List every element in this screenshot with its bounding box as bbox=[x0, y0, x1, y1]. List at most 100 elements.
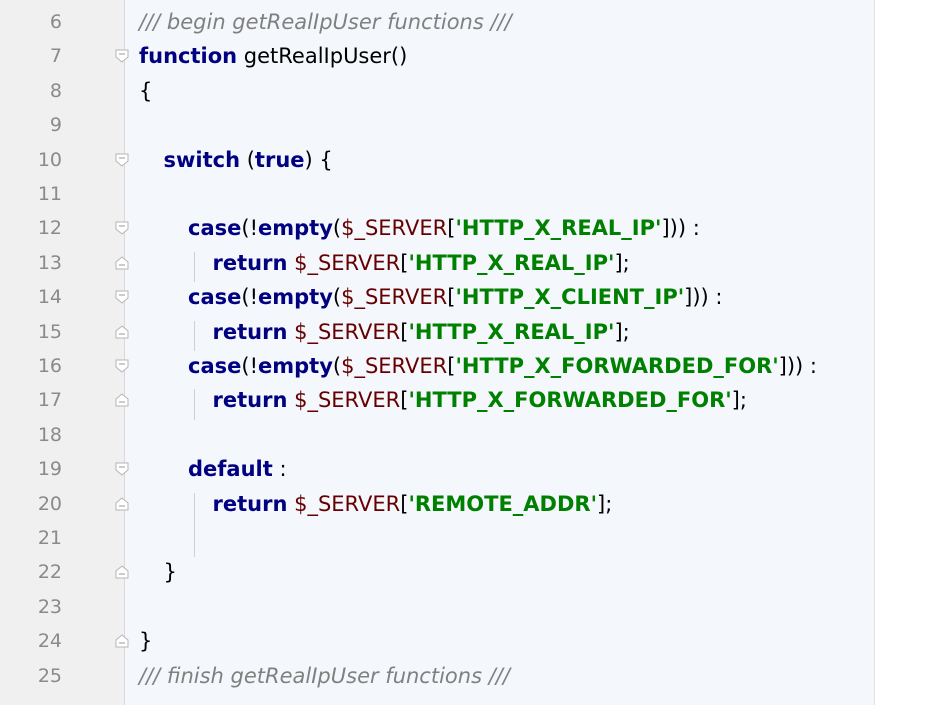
code-text[interactable]: return $_SERVER['HTTP_X_REAL_IP']; bbox=[213, 246, 630, 280]
code-line[interactable]: 16 case(!empty($_SERVER['HTTP_X_FORWARDED… bbox=[0, 349, 874, 383]
code-line[interactable]: 18 bbox=[0, 418, 874, 452]
code-text[interactable]: case(!empty($_SERVER['HTTP_X_REAL_IP']))… bbox=[188, 211, 700, 245]
code-token: ( bbox=[332, 285, 342, 310]
code-text[interactable]: case(!empty($_SERVER['HTTP_X_CLIENT_IP']… bbox=[188, 280, 722, 314]
code-line[interactable]: 13 return $_SERVER['HTTP_X_REAL_IP']; bbox=[0, 246, 874, 280]
line-number: 18 bbox=[37, 423, 62, 446]
code-token: ])) : bbox=[778, 354, 818, 378]
code-line[interactable]: 6 /// begin getRealIpUser functions /// bbox=[0, 5, 874, 39]
editor-right-margin bbox=[874, 0, 940, 705]
code-line[interactable]: 11 bbox=[0, 177, 874, 211]
code-token: /// begin getRealIpUser functions /// bbox=[139, 10, 512, 34]
code-text[interactable]: /// begin getRealIpUser functions /// bbox=[139, 5, 512, 39]
code-text[interactable]: } bbox=[139, 624, 152, 658]
code-token: 'HTTP_X_FORWARDED_FOR' bbox=[408, 388, 732, 413]
code-token: [ bbox=[400, 388, 409, 413]
code-line[interactable]: 25/// finish getRealIpUser functions /// bbox=[0, 659, 874, 693]
code-token: empty bbox=[258, 285, 333, 310]
code-token: [ bbox=[447, 216, 456, 241]
code-line[interactable]: 22} bbox=[0, 555, 874, 589]
code-token: ])) : bbox=[661, 216, 700, 241]
line-number: 19 bbox=[37, 458, 62, 481]
code-token: true bbox=[254, 147, 305, 172]
code-token: 'HTTP_X_CLIENT_IP' bbox=[455, 285, 685, 310]
line-number: 21 bbox=[37, 527, 62, 549]
code-line[interactable]: 10 switch (true) { bbox=[0, 143, 874, 177]
code-line[interactable]: 20 return $_SERVER['REMOTE_ADDR']; bbox=[0, 487, 874, 521]
code-token: ]; bbox=[614, 319, 630, 344]
code-token: empty bbox=[258, 216, 333, 241]
code-text[interactable]: } bbox=[164, 555, 177, 589]
code-line[interactable]: 8{ bbox=[0, 74, 874, 108]
code-text[interactable]: case(!empty($_SERVER['HTTP_X_FORWARDED_F… bbox=[188, 349, 817, 383]
code-line[interactable]: 9 bbox=[0, 108, 874, 142]
code-text[interactable]: switch (true) { bbox=[164, 143, 333, 177]
code-token: case bbox=[188, 285, 242, 310]
line-number: 8 bbox=[49, 79, 62, 102]
code-token: default bbox=[188, 457, 273, 482]
code-text[interactable]: return $_SERVER['HTTP_X_FORWARDED_FOR']; bbox=[213, 383, 747, 417]
code-token: case bbox=[188, 216, 242, 241]
code-token: (! bbox=[241, 354, 258, 378]
fold-close-icon[interactable] bbox=[114, 633, 130, 649]
code-token: ( bbox=[332, 216, 342, 241]
code-token: return bbox=[212, 388, 288, 413]
fold-open-icon[interactable] bbox=[114, 48, 130, 64]
line-number-gutter bbox=[0, 0, 125, 705]
code-token: return bbox=[212, 319, 288, 344]
fold-open-icon[interactable] bbox=[114, 220, 130, 236]
line-number: 17 bbox=[37, 389, 62, 412]
code-text[interactable]: default : bbox=[188, 452, 287, 486]
indent-guide bbox=[194, 492, 195, 558]
code-token: 'HTTP_X_REAL_IP' bbox=[408, 250, 615, 275]
fold-close-icon[interactable] bbox=[114, 564, 130, 580]
line-number: 9 bbox=[49, 114, 62, 137]
line-number: 10 bbox=[37, 148, 62, 171]
fold-close-icon[interactable] bbox=[114, 255, 130, 271]
line-number: 6 bbox=[49, 11, 62, 33]
fold-close-icon[interactable] bbox=[114, 392, 130, 408]
code-token: $_SERVER bbox=[294, 319, 401, 344]
code-text[interactable]: return $_SERVER['HTTP_X_REAL_IP']; bbox=[213, 315, 630, 349]
code-line[interactable]: 19 default : bbox=[0, 452, 874, 486]
code-token: 'REMOTE_ADDR' bbox=[408, 491, 598, 516]
code-token: $_SERVER bbox=[294, 388, 401, 413]
code-line[interactable]: 17 return $_SERVER['HTTP_X_FORWARDED_FOR'… bbox=[0, 383, 874, 417]
fold-close-icon[interactable] bbox=[114, 496, 130, 512]
code-token: [ bbox=[400, 491, 409, 516]
code-text[interactable]: { bbox=[139, 74, 152, 108]
line-number: 13 bbox=[37, 251, 62, 274]
code-text[interactable]: return $_SERVER['REMOTE_ADDR']; bbox=[213, 487, 613, 521]
code-token: return bbox=[212, 491, 288, 516]
code-token: [ bbox=[447, 285, 456, 310]
code-token: $_SERVER bbox=[294, 491, 401, 516]
code-token: return bbox=[212, 250, 288, 275]
fold-open-icon[interactable] bbox=[114, 289, 130, 305]
code-text[interactable]: /// finish getRealIpUser functions /// bbox=[139, 659, 510, 693]
line-number: 16 bbox=[37, 355, 62, 377]
code-token: : bbox=[272, 457, 287, 482]
code-line[interactable]: 23 bbox=[0, 590, 874, 624]
fold-close-icon[interactable] bbox=[114, 324, 130, 340]
line-number: 20 bbox=[37, 492, 62, 515]
code-token: ( bbox=[332, 354, 342, 378]
fold-open-icon[interactable] bbox=[114, 152, 130, 168]
fold-open-icon[interactable] bbox=[114, 461, 130, 477]
code-line[interactable]: 21 bbox=[0, 521, 874, 555]
code-token: ]; bbox=[614, 250, 630, 275]
code-token: getRealIpUser() bbox=[237, 44, 408, 69]
indent-guide bbox=[194, 251, 195, 283]
line-number: 23 bbox=[37, 595, 62, 618]
code-token: ) { bbox=[304, 147, 333, 172]
line-number: 24 bbox=[37, 630, 62, 653]
code-token: } bbox=[139, 629, 153, 654]
fold-open-icon[interactable] bbox=[114, 358, 130, 374]
code-line[interactable]: 24} bbox=[0, 624, 874, 658]
code-text[interactable]: function getRealIpUser() bbox=[139, 39, 407, 73]
code-token: 'HTTP_X_FORWARDED_FOR' bbox=[455, 354, 779, 378]
